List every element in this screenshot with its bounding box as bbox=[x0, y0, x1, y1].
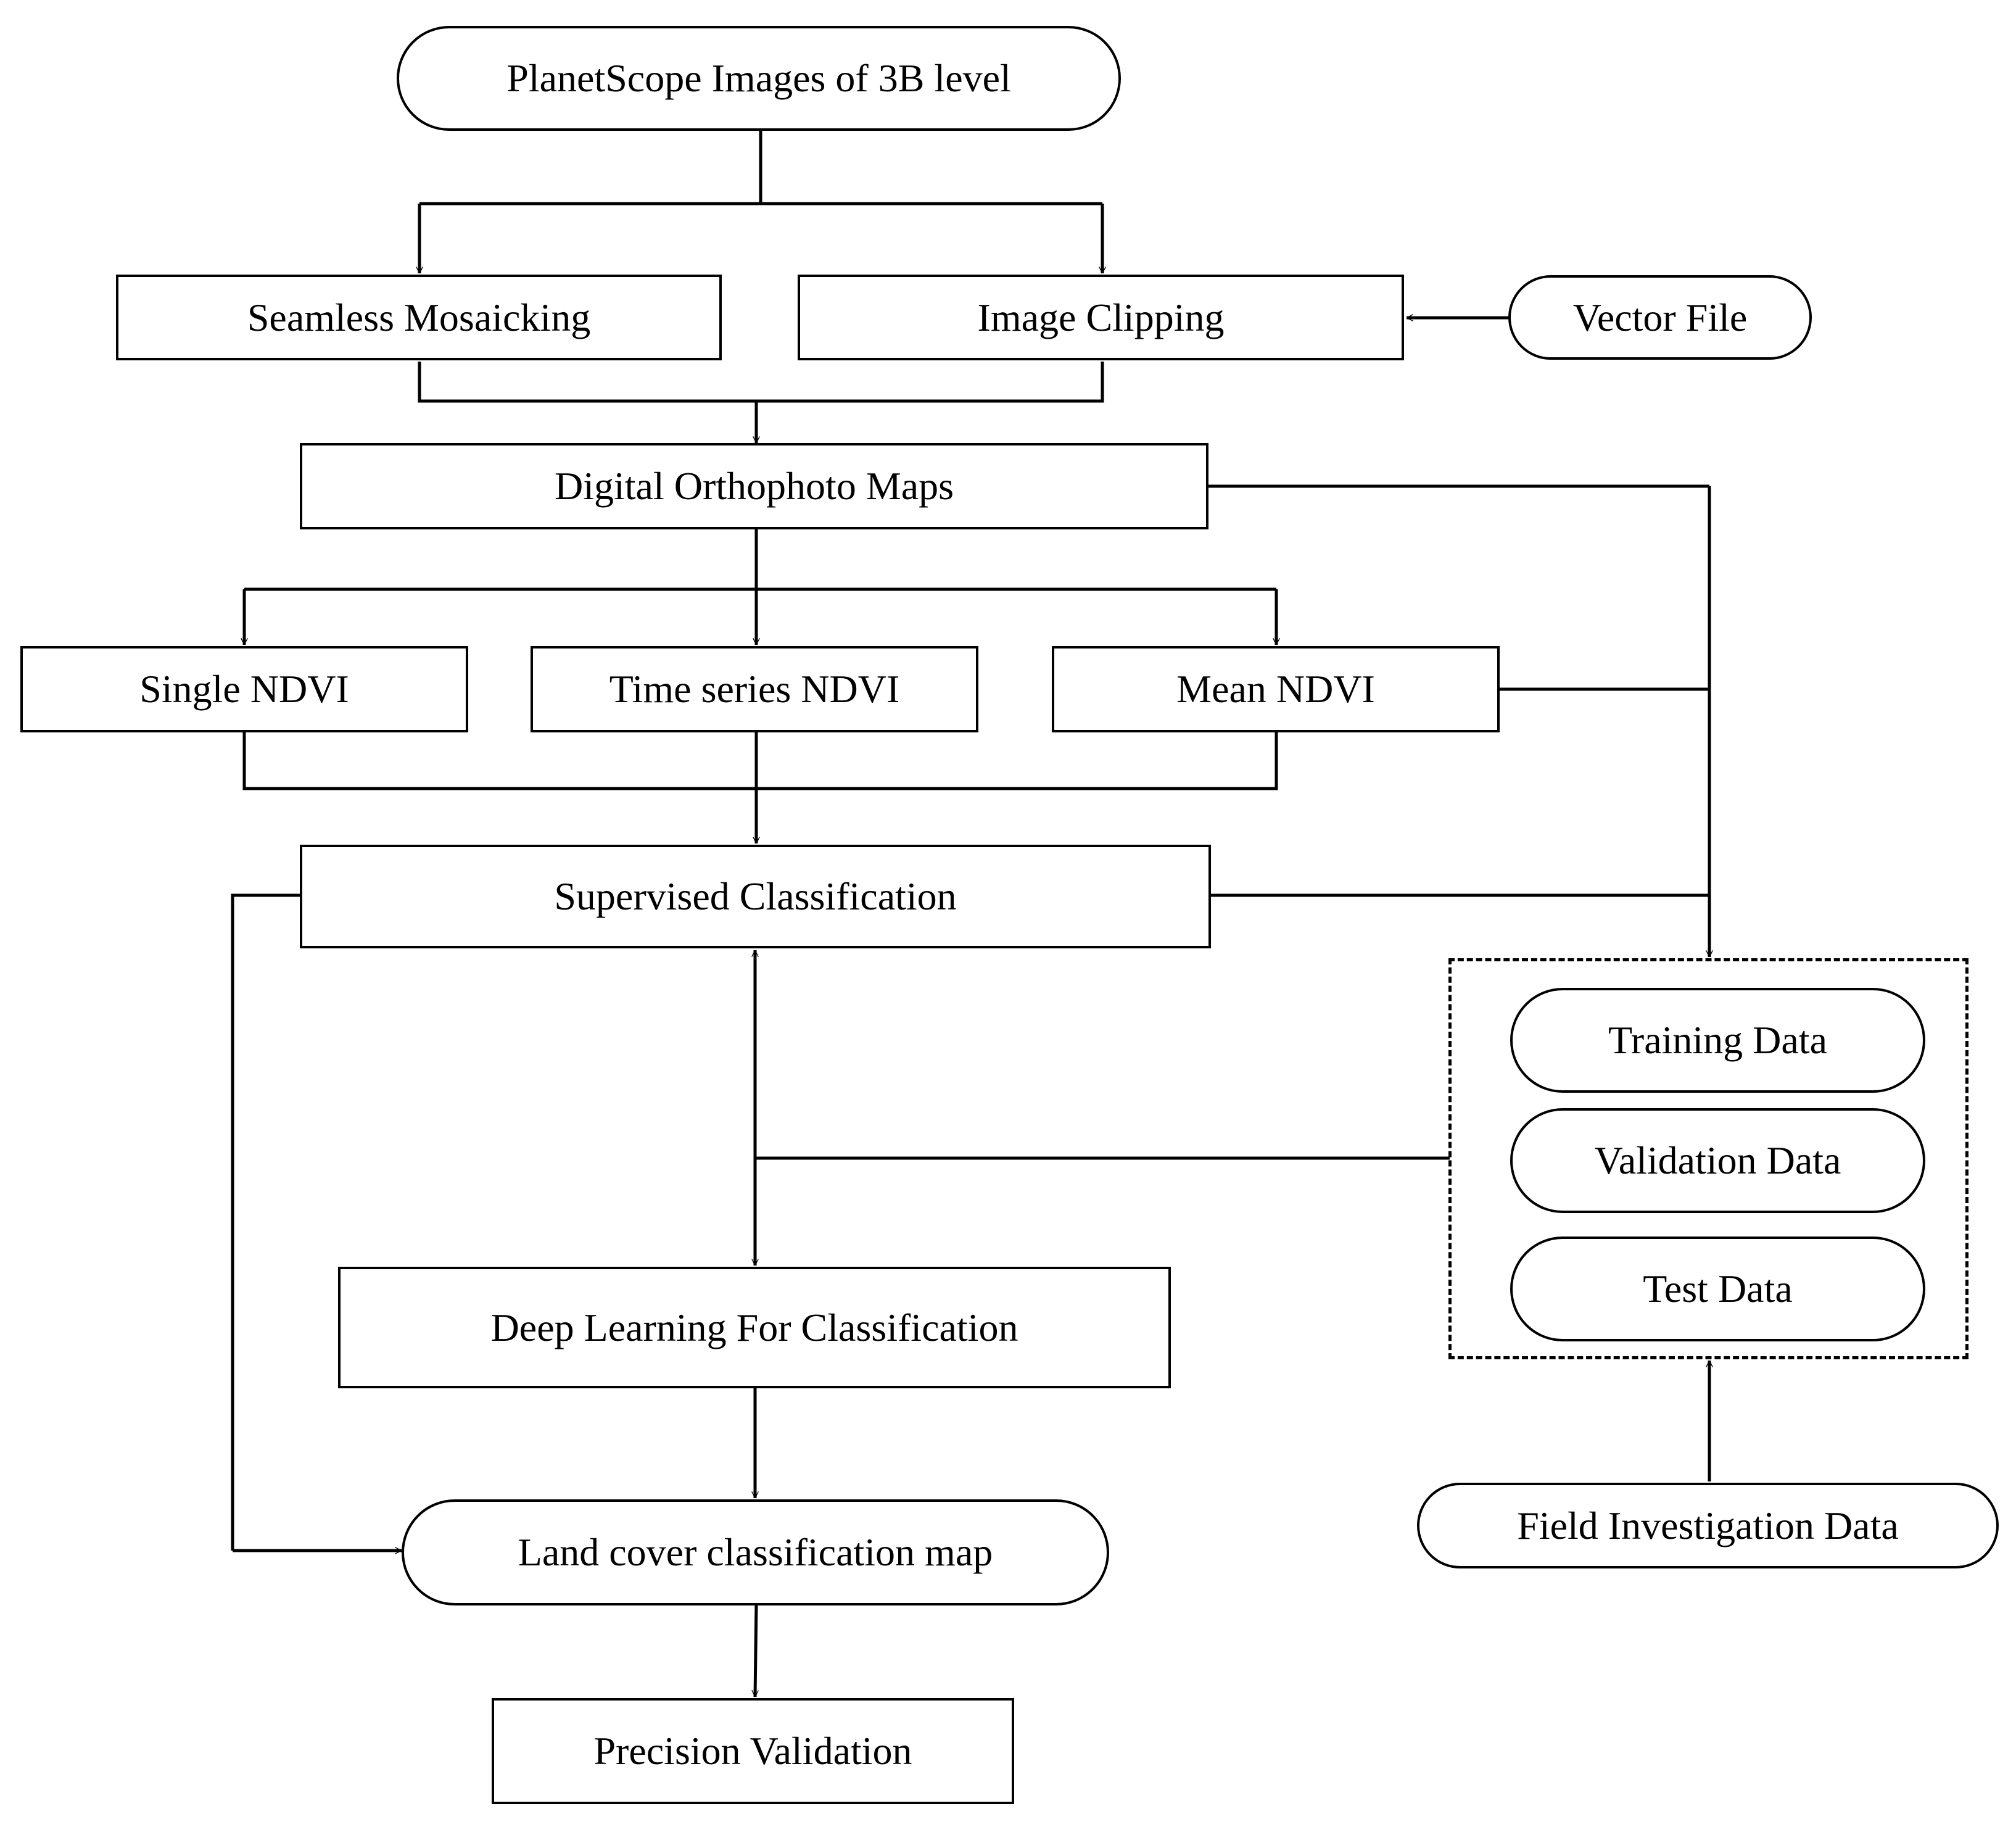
digital-orthophoto-maps-node: Digital Orthophoto Maps bbox=[300, 443, 1208, 529]
arrow-land-cover-to-precision bbox=[755, 1603, 756, 1697]
training-data-node: Training Data bbox=[1510, 988, 1925, 1093]
connector-ndvi-merge bbox=[242, 732, 1278, 790]
validation-data-node: Validation Data bbox=[1510, 1108, 1925, 1213]
test-data-node: Test Data bbox=[1510, 1237, 1925, 1341]
connector-planetscope-split bbox=[419, 130, 1102, 205]
connector-merge-to-dom bbox=[418, 362, 1104, 403]
land-cover-map-node: Land cover classification map bbox=[402, 1499, 1109, 1605]
mean-ndvi-node: Mean NDVI bbox=[1052, 646, 1500, 732]
supervised-classification-node: Supervised Classification bbox=[300, 845, 1211, 948]
seamless-mosaicking-node: Seamless Mosaicking bbox=[116, 275, 722, 360]
precision-validation-node: Precision Validation bbox=[492, 1698, 1014, 1804]
connector-supervised-left-loop bbox=[231, 893, 300, 1551]
time-series-ndvi-node: Time series NDVI bbox=[531, 646, 978, 732]
planetscope-node: PlanetScope Images of 3B level bbox=[397, 26, 1121, 131]
connector-dom-split bbox=[244, 528, 1276, 591]
field-investigation-node: Field Investigation Data bbox=[1417, 1483, 1999, 1568]
deep-learning-node: Deep Learning For Classification bbox=[338, 1267, 1171, 1388]
single-ndvi-node: Single NDVI bbox=[20, 646, 468, 732]
vector-file-node: Vector File bbox=[1508, 275, 1812, 360]
image-clipping-node: Image Clipping bbox=[798, 275, 1404, 360]
sample-data-group bbox=[1448, 958, 1968, 1359]
